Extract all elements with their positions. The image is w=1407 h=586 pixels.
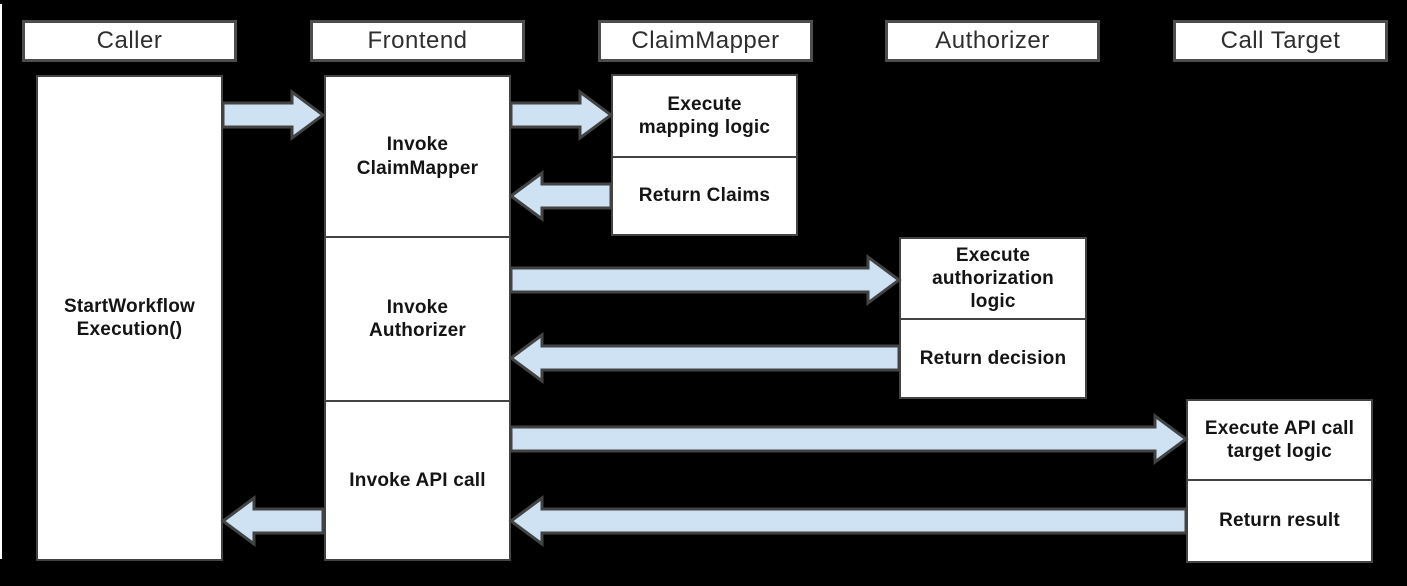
arrow-authorizer-return-to-frontend: [508, 332, 901, 384]
frontend-step-invoke-api-call: Invoke API call: [326, 400, 509, 559]
activation-caller: StartWorkflow Execution(): [36, 75, 223, 561]
authorizer-step-return-decision: Return decision: [901, 318, 1085, 397]
caller-startworkflowexecution-label: StartWorkflow Execution(): [63, 295, 196, 340]
claimmapper-step-return-claims: Return Claims: [613, 156, 796, 234]
claimmapper-step-execute-mapping-logic: Execute mapping logic: [638, 93, 771, 138]
activation-authorizer: Execute authorization logic Return decis…: [899, 237, 1087, 399]
arrow-frontend-return-to-caller: [220, 495, 325, 547]
lifeline-header-authorizer: Authorizer: [885, 20, 1100, 62]
arrow-caller-to-frontend: [221, 89, 326, 141]
arrow-frontend-to-claimmapper: [509, 89, 614, 141]
activation-frontend: Invoke ClaimMapper Invoke Authorizer Inv…: [324, 75, 511, 561]
arrow-calltarget-return-to-frontend: [508, 495, 1188, 547]
calltarget-step-return-result: Return result: [1188, 479, 1371, 561]
arrow-frontend-to-authorizer: [509, 254, 902, 306]
calltarget-step-execute-api-call-target-logic: Execute API call target logic: [1204, 417, 1355, 462]
activation-claimmapper: Execute mapping logic Return Claims: [611, 74, 798, 236]
lifeline-header-calltarget: Call Target: [1173, 20, 1388, 62]
canvas-edge-artifact: [0, 4, 2, 559]
lifeline-header-caller: Caller: [22, 20, 237, 62]
lifeline-header-frontend: Frontend: [310, 20, 525, 62]
frontend-step-invoke-claimmapper: Invoke ClaimMapper: [356, 134, 479, 179]
frontend-step-invoke-authorizer: Invoke Authorizer: [326, 236, 509, 400]
activation-calltarget: Execute API call target logic Return res…: [1186, 399, 1373, 563]
arrow-frontend-to-calltarget: [509, 413, 1189, 465]
authorizer-step-execute-authorization-logic: Execute authorization logic: [932, 244, 1054, 313]
arrow-claimmapper-return-to-frontend: [508, 170, 613, 222]
lifeline-header-claimmapper: ClaimMapper: [598, 20, 813, 62]
